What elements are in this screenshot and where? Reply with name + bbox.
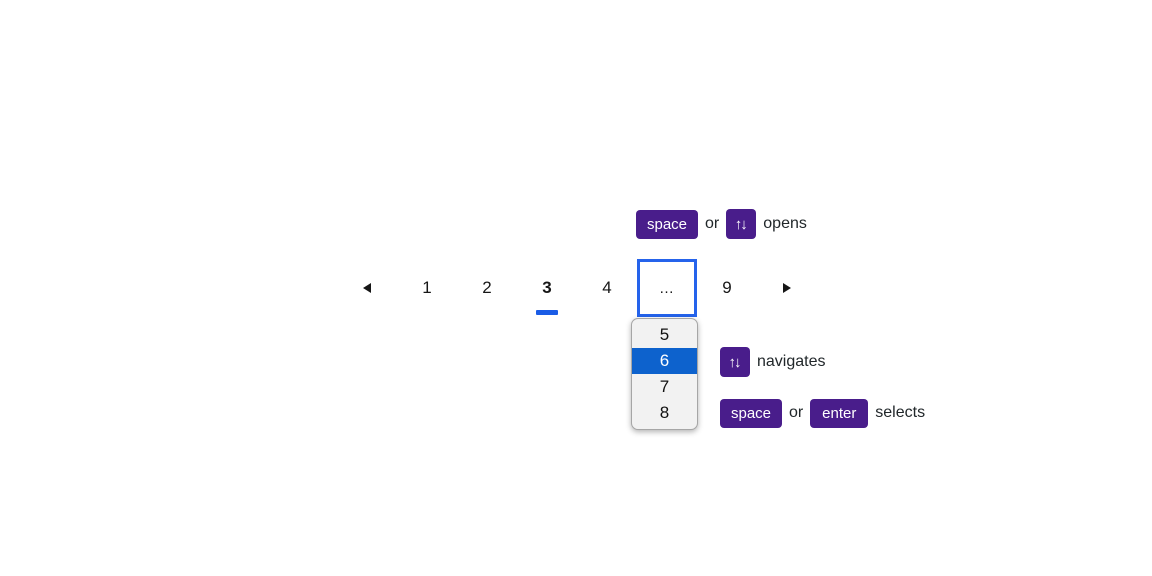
hint-action-navigates: navigates xyxy=(757,353,826,370)
dropdown-option-5[interactable]: 5 xyxy=(659,325,670,344)
hint-row-navigates: ↑↓ navigates xyxy=(720,347,826,377)
hint-or-label: or xyxy=(705,215,720,232)
dropdown-option-8[interactable]: 8 xyxy=(659,403,670,422)
caret-left-icon xyxy=(363,283,371,293)
page-button-4[interactable]: 4 xyxy=(602,278,612,297)
pagination: 1 2 3 4 … 9 xyxy=(337,258,817,318)
key-badge-arrows: ↑↓ xyxy=(726,209,757,239)
hint-row-opens: space or ↑↓ opens xyxy=(636,209,807,239)
dropdown-option-7[interactable]: 7 xyxy=(659,377,670,396)
caret-right-icon xyxy=(783,283,791,293)
arrows-up-down-icon: ↑↓ xyxy=(728,353,742,371)
overflow-menu-cell: … xyxy=(637,258,697,318)
key-badge-enter: enter xyxy=(810,398,869,428)
key-badge-space: space xyxy=(720,398,783,428)
hint-row-selects: space or enter selects xyxy=(720,398,925,428)
next-page-button[interactable] xyxy=(757,258,817,318)
key-badge-space: space xyxy=(636,209,699,239)
dropdown-option-6-selected[interactable]: 6 xyxy=(632,348,697,374)
arrows-up-down-icon: ↑↓ xyxy=(734,215,748,233)
hint-or-label: or xyxy=(789,404,804,421)
previous-page-button[interactable] xyxy=(337,258,397,318)
current-page-indicator xyxy=(536,310,558,315)
key-badge-arrows: ↑↓ xyxy=(720,347,750,377)
overflow-dropdown: 5 6 7 8 xyxy=(631,318,698,430)
page-button-9[interactable]: 9 xyxy=(722,278,732,297)
overflow-menu-button[interactable]: … xyxy=(637,259,697,317)
page-button-1[interactable]: 1 xyxy=(422,278,432,297)
hint-action-opens: opens xyxy=(763,215,807,232)
page-button-2[interactable]: 2 xyxy=(482,278,492,297)
page-number-label: 3 xyxy=(542,278,552,297)
page-button-3-current[interactable]: 3 xyxy=(517,258,577,318)
hint-action-selects: selects xyxy=(875,404,926,421)
